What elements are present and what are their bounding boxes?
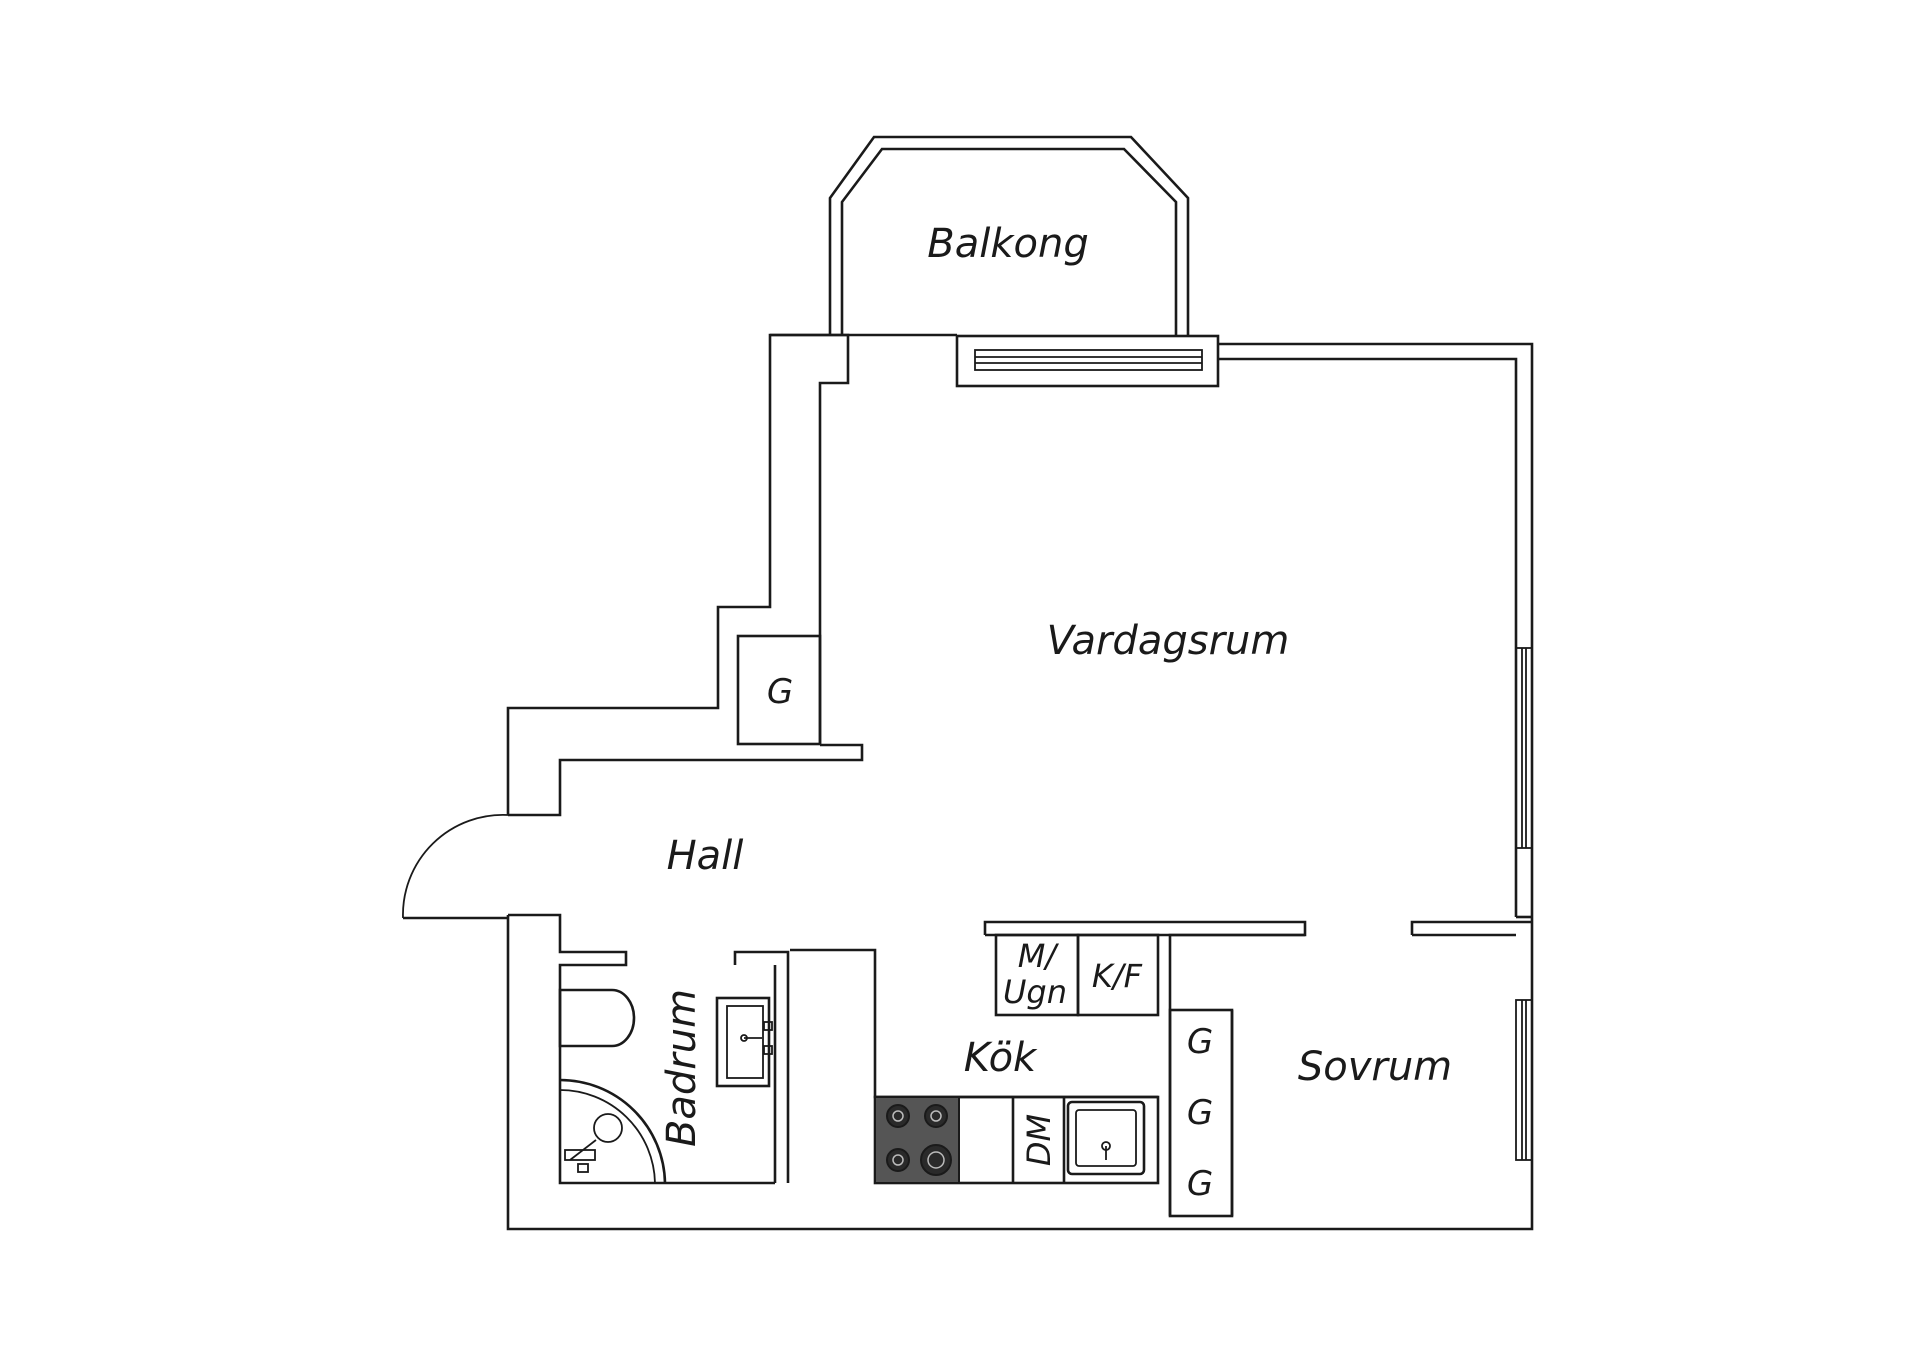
microwave-oven-label-top: M/: [1018, 937, 1060, 975]
kitchen-sink-icon: [1066, 1100, 1146, 1176]
kitchen-fixtures: [873, 933, 1160, 1185]
bedroom-wardrobes: [1168, 1008, 1234, 1218]
bedroom-wardrobe-label-2: G: [1187, 1093, 1213, 1133]
bedroom-window: [1515, 999, 1533, 1161]
shower-icon: [559, 1078, 667, 1184]
balcony: [828, 135, 1190, 335]
bathroom-sink-icon: [715, 996, 771, 1088]
bedroom-label: Sovrum: [1298, 1044, 1452, 1090]
fridge-freezer-label: K/F: [1092, 957, 1143, 995]
hall-closet: [736, 634, 822, 746]
living-room-window: [1515, 647, 1533, 849]
balcony-door: [955, 334, 1220, 388]
dishwasher-label: DM: [1020, 1114, 1058, 1166]
bathroom-fixtures: [558, 988, 773, 1184]
hall-closet-label: G: [767, 672, 793, 712]
hall-label: Hall: [667, 833, 744, 879]
toilet-icon: [558, 988, 636, 1048]
bathroom-label: Badrum: [659, 989, 705, 1147]
bedroom-wardrobe-label-1: G: [1187, 1022, 1213, 1062]
balcony-label: Balkong: [927, 221, 1088, 267]
microwave-oven-label-bottom: Ugn: [1003, 973, 1067, 1011]
living-room-label: Vardagsrum: [1047, 618, 1290, 664]
bedroom-wardrobe-label-3: G: [1187, 1164, 1213, 1204]
entrance-door: [402, 814, 509, 920]
kitchen-label: Kök: [964, 1035, 1038, 1081]
